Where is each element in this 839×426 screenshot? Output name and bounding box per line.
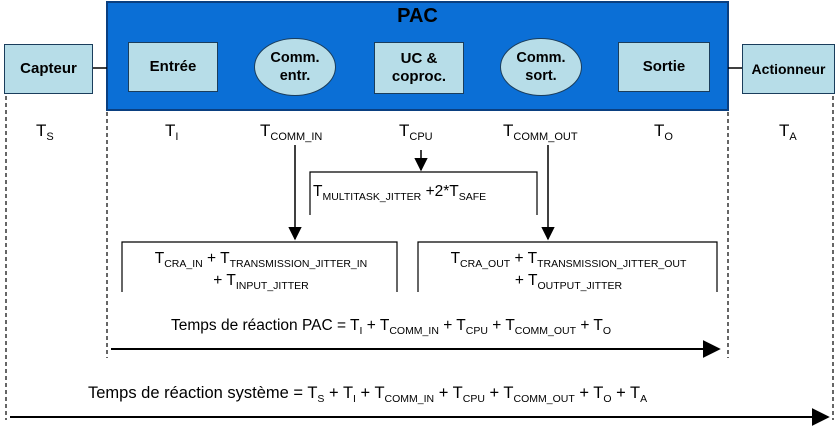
cra-out-line1: TCRA_OUT + TTRANSMISSION_JITTER_OUT bbox=[450, 250, 687, 270]
label-to: TO bbox=[654, 121, 673, 143]
system-reaction-formula: Temps de réaction système = TS + TI + TC… bbox=[88, 384, 648, 405]
sortie-box: Sortie bbox=[618, 42, 710, 92]
label-ta: TA bbox=[779, 121, 797, 143]
cra-in-bracket bbox=[121, 241, 398, 292]
cra-out-formula: TCRA_OUT + TTRANSMISSION_JITTER_OUT + TO… bbox=[420, 250, 717, 292]
comm-sort-ellipse: Comm. sort. bbox=[500, 38, 582, 96]
cra-in-line2: + TINPUT_JITTER bbox=[213, 272, 309, 292]
label-tcommout: TCOMM_OUT bbox=[503, 121, 578, 143]
label-tcommin: TCOMM_IN bbox=[260, 121, 323, 143]
cra-in-formula: TCRA_IN + TTRANSMISSION_JITTER_IN + TINP… bbox=[126, 250, 396, 292]
cra-out-bracket bbox=[417, 241, 718, 292]
label-ts: TS bbox=[36, 121, 54, 143]
label-ti: TI bbox=[165, 121, 179, 143]
multitask-bracket bbox=[309, 171, 538, 215]
pac-reaction-formula: Temps de réaction PAC = TI + TCOMM_IN + … bbox=[171, 317, 612, 337]
comm-entr-ellipse: Comm. entr. bbox=[254, 38, 336, 96]
entree-box: Entrée bbox=[128, 42, 218, 92]
capteur-box: Capteur bbox=[4, 44, 93, 94]
uc-coproc-box: UC & coproc. bbox=[374, 42, 464, 94]
multitask-formula: TMULTITASK_JITTER +2*TSAFE bbox=[313, 183, 487, 203]
cra-in-line1: TCRA_IN + TTRANSMISSION_JITTER_IN bbox=[154, 250, 368, 270]
actionneur-box: Actionneur bbox=[742, 44, 835, 94]
pac-title: PAC bbox=[397, 5, 438, 27]
label-tcpu: TCPU bbox=[399, 121, 433, 143]
cra-out-line2: + TOUTPUT_JITTER bbox=[514, 272, 623, 292]
